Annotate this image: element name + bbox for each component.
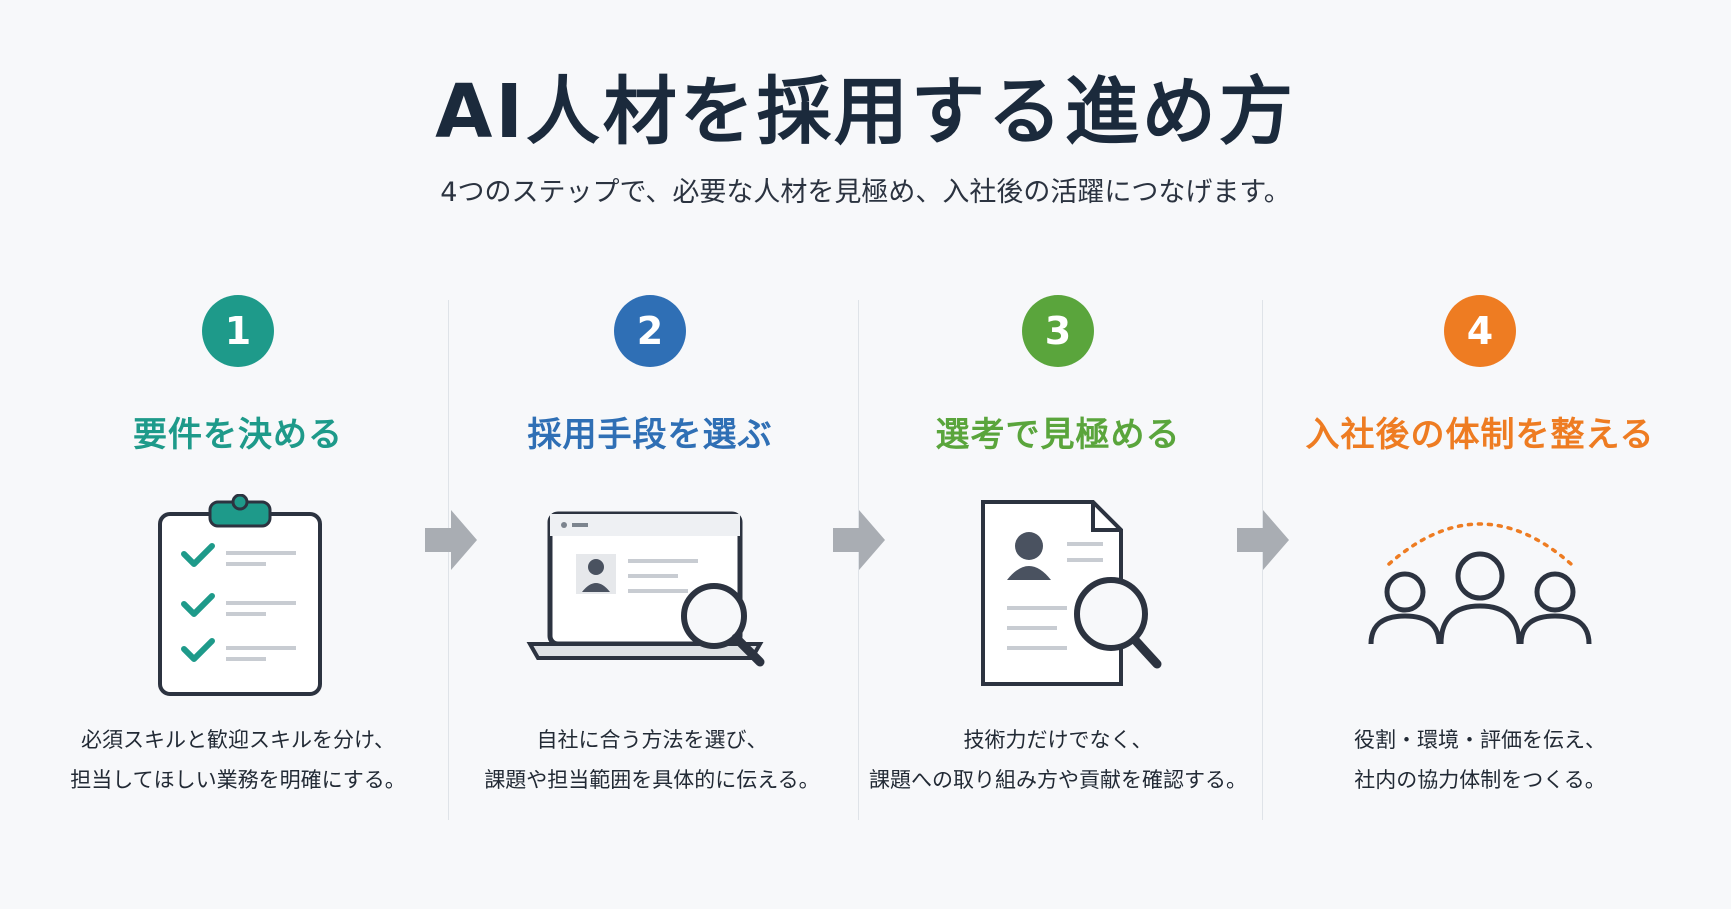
step-description: 技術力だけでなく、 課題への取り組み方や貢献を確認する。 [858,720,1258,800]
step-title: 選考で見極める [935,415,1181,455]
checklist-clipboard-icon [158,494,322,696]
arrow-right-icon [1237,510,1289,570]
arrow-right-icon [425,510,477,570]
step-number-badge: 2 [614,295,686,367]
description-line: 技術力だけでなく、 [963,728,1153,752]
page-title: AI人材を採用する進め方 [435,69,1296,155]
step-1: 1 要件を決める [38,295,438,704]
step-title: 入社後の体制を整える [1305,415,1655,455]
laptop-search-icon [526,511,765,667]
arrow-right-icon [833,510,885,570]
step-description: 必須スキルと歓迎スキルを分け、 担当してほしい業務を明確にする。 [38,720,438,800]
step-title: 採用手段を選ぶ [527,415,773,455]
step-number-badge: 1 [202,295,274,367]
step-title: 要件を決める [133,415,343,455]
divider [1262,300,1263,820]
step-description: 役割・環境・評価を伝え、 社内の協力体制をつくる。 [1280,720,1680,800]
page-subtitle: 4つのステップで、必要な人材を見極め、入社後の活躍につなげます。 [440,177,1291,208]
description-line: 担当してほしい業務を明確にする。 [70,768,406,792]
step-number-badge: 4 [1444,295,1516,367]
description-line: 役割・環境・評価を伝え、 [1354,728,1606,752]
step-4: 4 入社後の体制を整える [1280,295,1680,674]
description-line: 課題や担当範囲を具体的に伝える。 [484,768,820,792]
description-line: 必須スキルと歓迎スキルを分け、 [81,728,395,752]
step-description: 自社に合う方法を選び、 課題や担当範囲を具体的に伝える。 [452,720,852,800]
description-line: 課題への取り組み方や貢献を確認する。 [869,768,1247,792]
description-line: 自社に合う方法を選び、 [536,728,768,752]
step-2: 2 採用手段を選ぶ [450,295,850,684]
step-3: 3 選考で見極める [858,295,1258,694]
divider [448,300,449,820]
resume-search-icon [981,500,1162,686]
description-line: 社内の協力体制をつくる。 [1354,768,1606,792]
team-support-icon [1368,522,1592,645]
step-number-badge: 3 [1022,295,1094,367]
divider [858,300,859,820]
